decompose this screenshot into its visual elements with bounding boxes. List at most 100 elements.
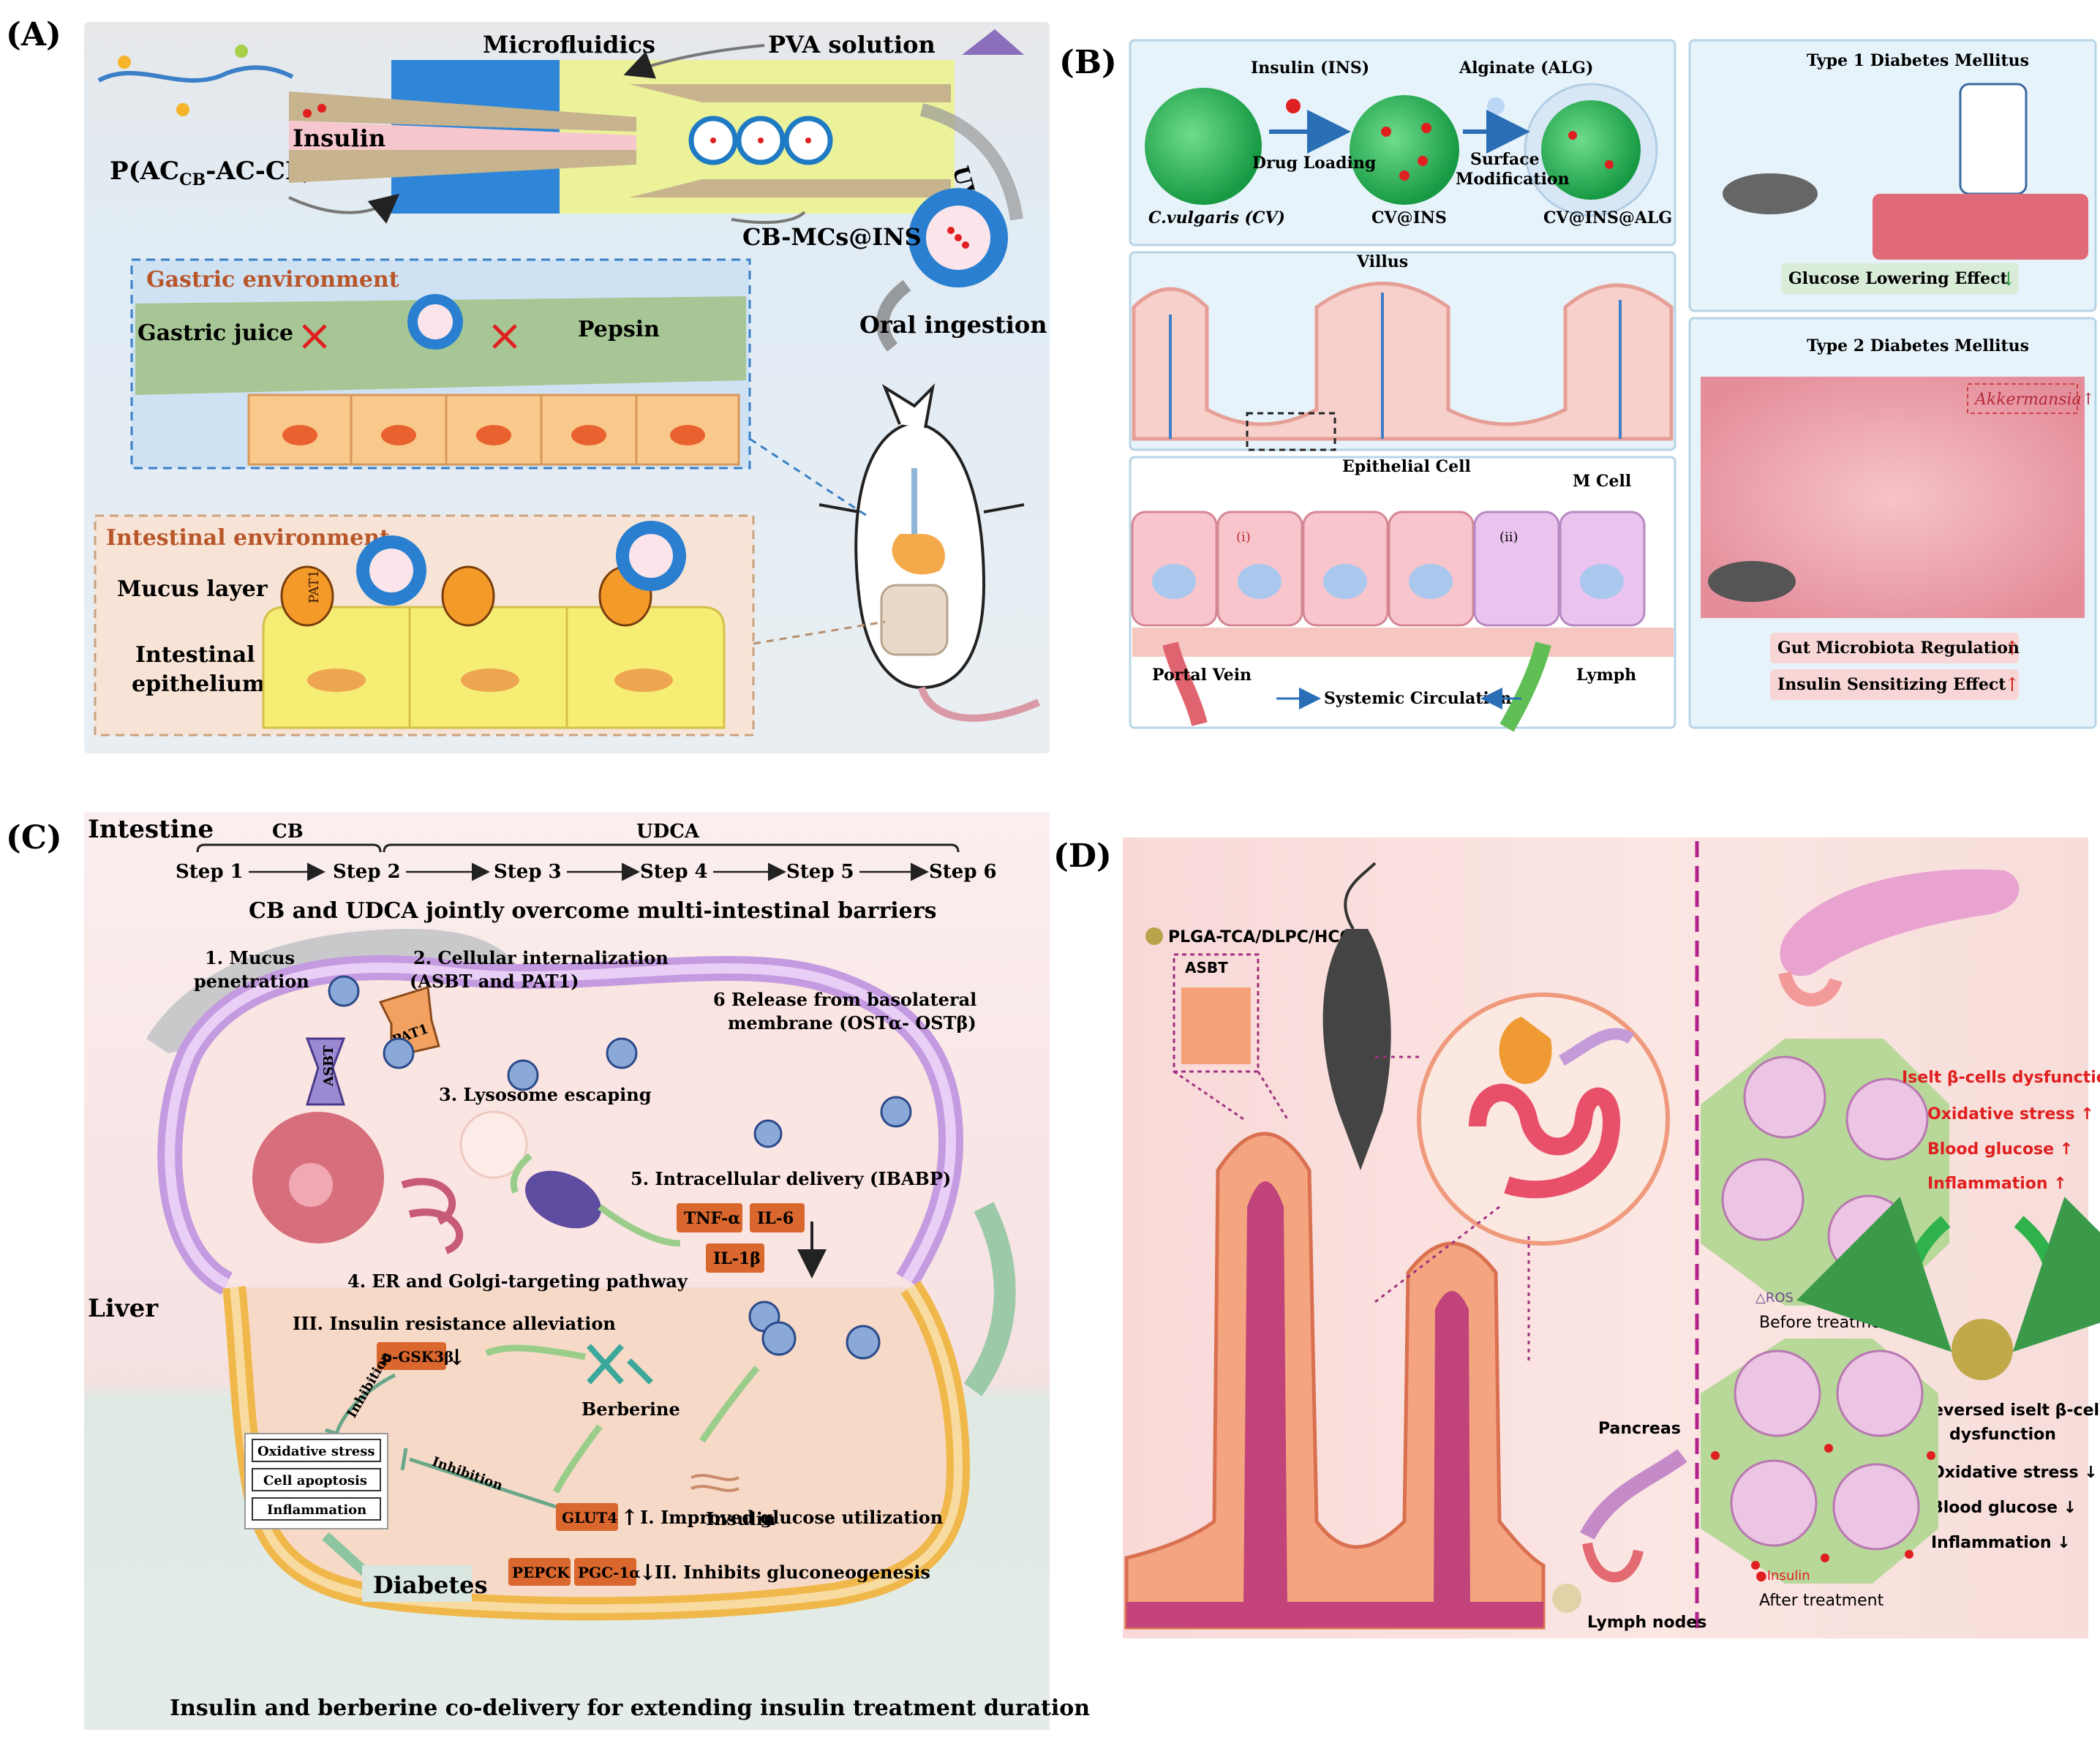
- oral-ingestion-label: Oral ingestion: [859, 311, 1047, 339]
- green-arrow-right: [2012, 1197, 2100, 1352]
- pgc-down: ↓: [639, 1560, 657, 1586]
- microfluidic-collector-top: [629, 84, 951, 102]
- cb-mcs-label: CB-MCs@INS: [742, 223, 922, 251]
- mcell-label: M Cell: [1573, 472, 1631, 491]
- intestinal-environment-title: Intestinal environment: [106, 525, 390, 551]
- up-arrow-red: ↑: [2004, 674, 2020, 696]
- udca-bracket-label: UDCA: [636, 821, 700, 843]
- path-i-label: (i): [1236, 530, 1251, 545]
- intestinal-epithelium: [262, 606, 726, 729]
- microfluidic-collector-bottom: [629, 179, 951, 197]
- pgc-label: PGC-1α: [578, 1564, 641, 1581]
- glut4-box: [556, 1503, 618, 1531]
- ox-down-label: Oxidative stress ↓: [1931, 1464, 2098, 1482]
- microfluidic-upper-wall: [289, 91, 636, 132]
- stomach: [1499, 1017, 1552, 1084]
- droplet-row: [688, 116, 833, 165]
- glucose-meter: [1959, 83, 2028, 195]
- systemic-circulation-label: Systemic Circulation: [1324, 689, 1512, 708]
- panel-b: (B) Insulin (INS) Alginate (ALG) Drug Lo…: [1059, 39, 2097, 732]
- micelle: [761, 1321, 797, 1356]
- asbt-label-d: ASBT: [1185, 959, 1228, 976]
- polymer-bead: [118, 56, 131, 69]
- organ-link: [1374, 1055, 1530, 1360]
- step1-label-b: penetration: [194, 971, 309, 992]
- pancreas-duct: [1582, 1542, 1644, 1583]
- insulin-sensitizing-pill: [1770, 669, 2019, 700]
- insulin-bead: [1286, 99, 1301, 113]
- lymph-label: Lymph: [1576, 666, 1636, 685]
- villus-d-core: [1243, 1181, 1470, 1609]
- step-label: Step 4: [640, 861, 708, 883]
- insulin-dots-d: [1711, 1444, 1935, 1570]
- mouse-tail: [1344, 862, 1377, 930]
- type1-title: Type 1 Diabetes Mellitus: [1807, 51, 2029, 70]
- pva-label: PVA solution: [768, 31, 936, 59]
- lysosome: [459, 1110, 528, 1179]
- reversed-label-1: Reversed iselt β-cells: [1920, 1401, 2100, 1420]
- berberine-mark: [587, 1344, 653, 1385]
- asbt-zoom-box: [1173, 953, 1260, 1073]
- nanoparticle-cluster: [1952, 1319, 2013, 1380]
- up-arrow-red: ↑: [2004, 638, 2020, 660]
- mouse-d: [1322, 929, 1391, 1170]
- cv-ins-label: CV@INS: [1371, 208, 1447, 227]
- pat1-label: PAT1: [306, 570, 322, 603]
- step-label: Step 1: [176, 861, 244, 883]
- mouse-t1: [1723, 173, 1818, 214]
- er-golgi: [401, 1178, 464, 1254]
- i-label: I. Improved glucose utilization: [640, 1507, 943, 1528]
- intestinal-epithelium-label-2: epithelium: [132, 671, 266, 697]
- udca-bracket: [383, 843, 960, 853]
- cv-cell: [1145, 88, 1262, 205]
- ox-up-label: Oxidative stress ↑: [1927, 1105, 2094, 1123]
- lyso-arrow: [511, 1153, 532, 1194]
- polymer-label: P(ACCB-AC-CL): [110, 157, 315, 189]
- microfluidic-lower-wall: [289, 150, 636, 183]
- pgsk-down: ↓: [448, 1345, 466, 1371]
- oral-arrow: [876, 279, 911, 352]
- intestinal-cell-membrane-inner: [165, 963, 957, 1289]
- diabetes-box: [362, 1565, 472, 1602]
- pepck-box: [508, 1558, 571, 1586]
- lymph-node: [1552, 1584, 1581, 1613]
- alg-label: Alginate (ALG): [1459, 59, 1593, 78]
- diabetes-label: Diabetes: [373, 1571, 488, 1599]
- diabetes-double-arrow: [322, 1532, 369, 1577]
- microfluidic-inner-stream: [289, 121, 636, 150]
- portal-vein: [1162, 641, 1208, 726]
- panel-c-caption: Insulin and berberine co-delivery for ex…: [170, 1695, 1090, 1721]
- insulin-down-arrow: [699, 1366, 760, 1443]
- before-label: Before treatment: [1759, 1314, 1898, 1332]
- villus-shape: [1132, 282, 1674, 441]
- green-arrow-left: [1796, 1197, 1952, 1352]
- svg-text:TNF-α: TNF-α: [684, 1209, 740, 1228]
- epithelial-label: Epithelial Cell: [1342, 457, 1471, 476]
- svg-text:Inflammation: Inflammation: [267, 1502, 366, 1518]
- surface-label-2: Modification: [1456, 170, 1570, 189]
- inhibition-arrow-2: [400, 1448, 557, 1509]
- step5-label: 5. Intracellular delivery (IBABP): [631, 1168, 951, 1189]
- gastric-epithelium: [247, 394, 740, 466]
- step3-label: 3. Lysosome escaping: [439, 1084, 652, 1105]
- panel-c-headline: CB and UDCA jointly overcome multi-intes…: [249, 898, 936, 924]
- glucose-lowering-label: Glucose Lowering Effect: [1788, 269, 2009, 288]
- panel-c-letter: (C): [6, 819, 62, 857]
- block-x: [492, 324, 517, 349]
- villus-zoom-box: [1246, 412, 1336, 451]
- path-ii-label: (ii): [1499, 530, 1518, 545]
- cb-bracket: [196, 843, 382, 853]
- akkermansia-badge: [1967, 383, 2078, 414]
- liver-curve-arrow: [963, 1202, 1016, 1396]
- cb-bracket-label: CB: [272, 821, 304, 843]
- polymer-bead: [235, 45, 248, 58]
- pancreas: [1580, 1449, 1687, 1540]
- block-x: [302, 324, 327, 349]
- pepsin-label: Pepsin: [578, 317, 660, 342]
- pgsk-box: [377, 1342, 446, 1370]
- step4-label: 4. ER and Golgi-targeting pathway: [347, 1270, 688, 1292]
- zoom-lines: [1173, 1070, 1289, 1121]
- glucose-lowering-pill: [1781, 263, 2019, 294]
- pgc-box: [574, 1558, 636, 1586]
